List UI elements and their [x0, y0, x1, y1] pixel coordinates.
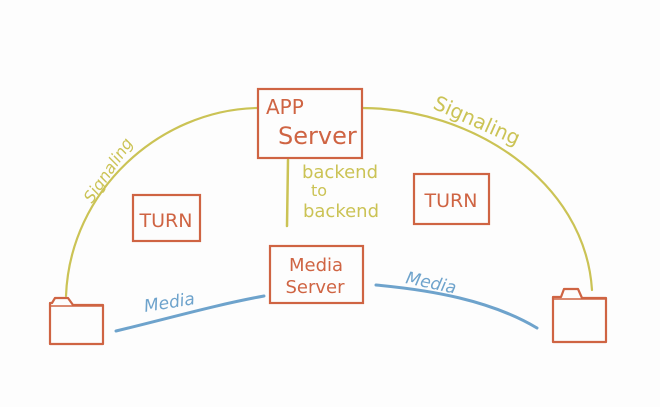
turn-right-box	[412, 172, 491, 226]
client-right-folder-icon	[551, 287, 608, 344]
app-server-node: APP Server	[256, 87, 364, 160]
turn-left-label: TURN	[139, 210, 193, 232]
client-left-folder-icon	[48, 296, 105, 346]
backend-label-line3: backend	[303, 201, 379, 222]
media-right-line	[374, 283, 539, 330]
turn-left-box	[131, 193, 202, 243]
turn-right-label: TURN	[424, 190, 478, 212]
folder-left-outline	[48, 296, 105, 346]
app-server-label-line1: APP	[266, 95, 304, 119]
media-server-box	[268, 244, 365, 305]
app-server-box	[256, 87, 364, 160]
media-server-label-line2: Server	[285, 277, 345, 298]
media-server-node: Media Server	[268, 244, 365, 305]
backend-label-line2: to	[311, 181, 327, 200]
app-server-label-line2: Server	[278, 122, 357, 150]
turn-right-node: TURN	[412, 172, 491, 226]
backend-edge: backend to backend	[285, 158, 379, 228]
signaling-right-arc	[360, 106, 594, 292]
media-server-label-line1: Media	[289, 255, 343, 276]
folder-right-outline	[551, 287, 608, 344]
signaling-left-arc	[64, 106, 259, 298]
backend-label-line1: backend	[302, 162, 378, 183]
media-left-line	[114, 294, 266, 333]
backend-line	[285, 158, 290, 228]
turn-left-node: TURN	[131, 193, 202, 243]
